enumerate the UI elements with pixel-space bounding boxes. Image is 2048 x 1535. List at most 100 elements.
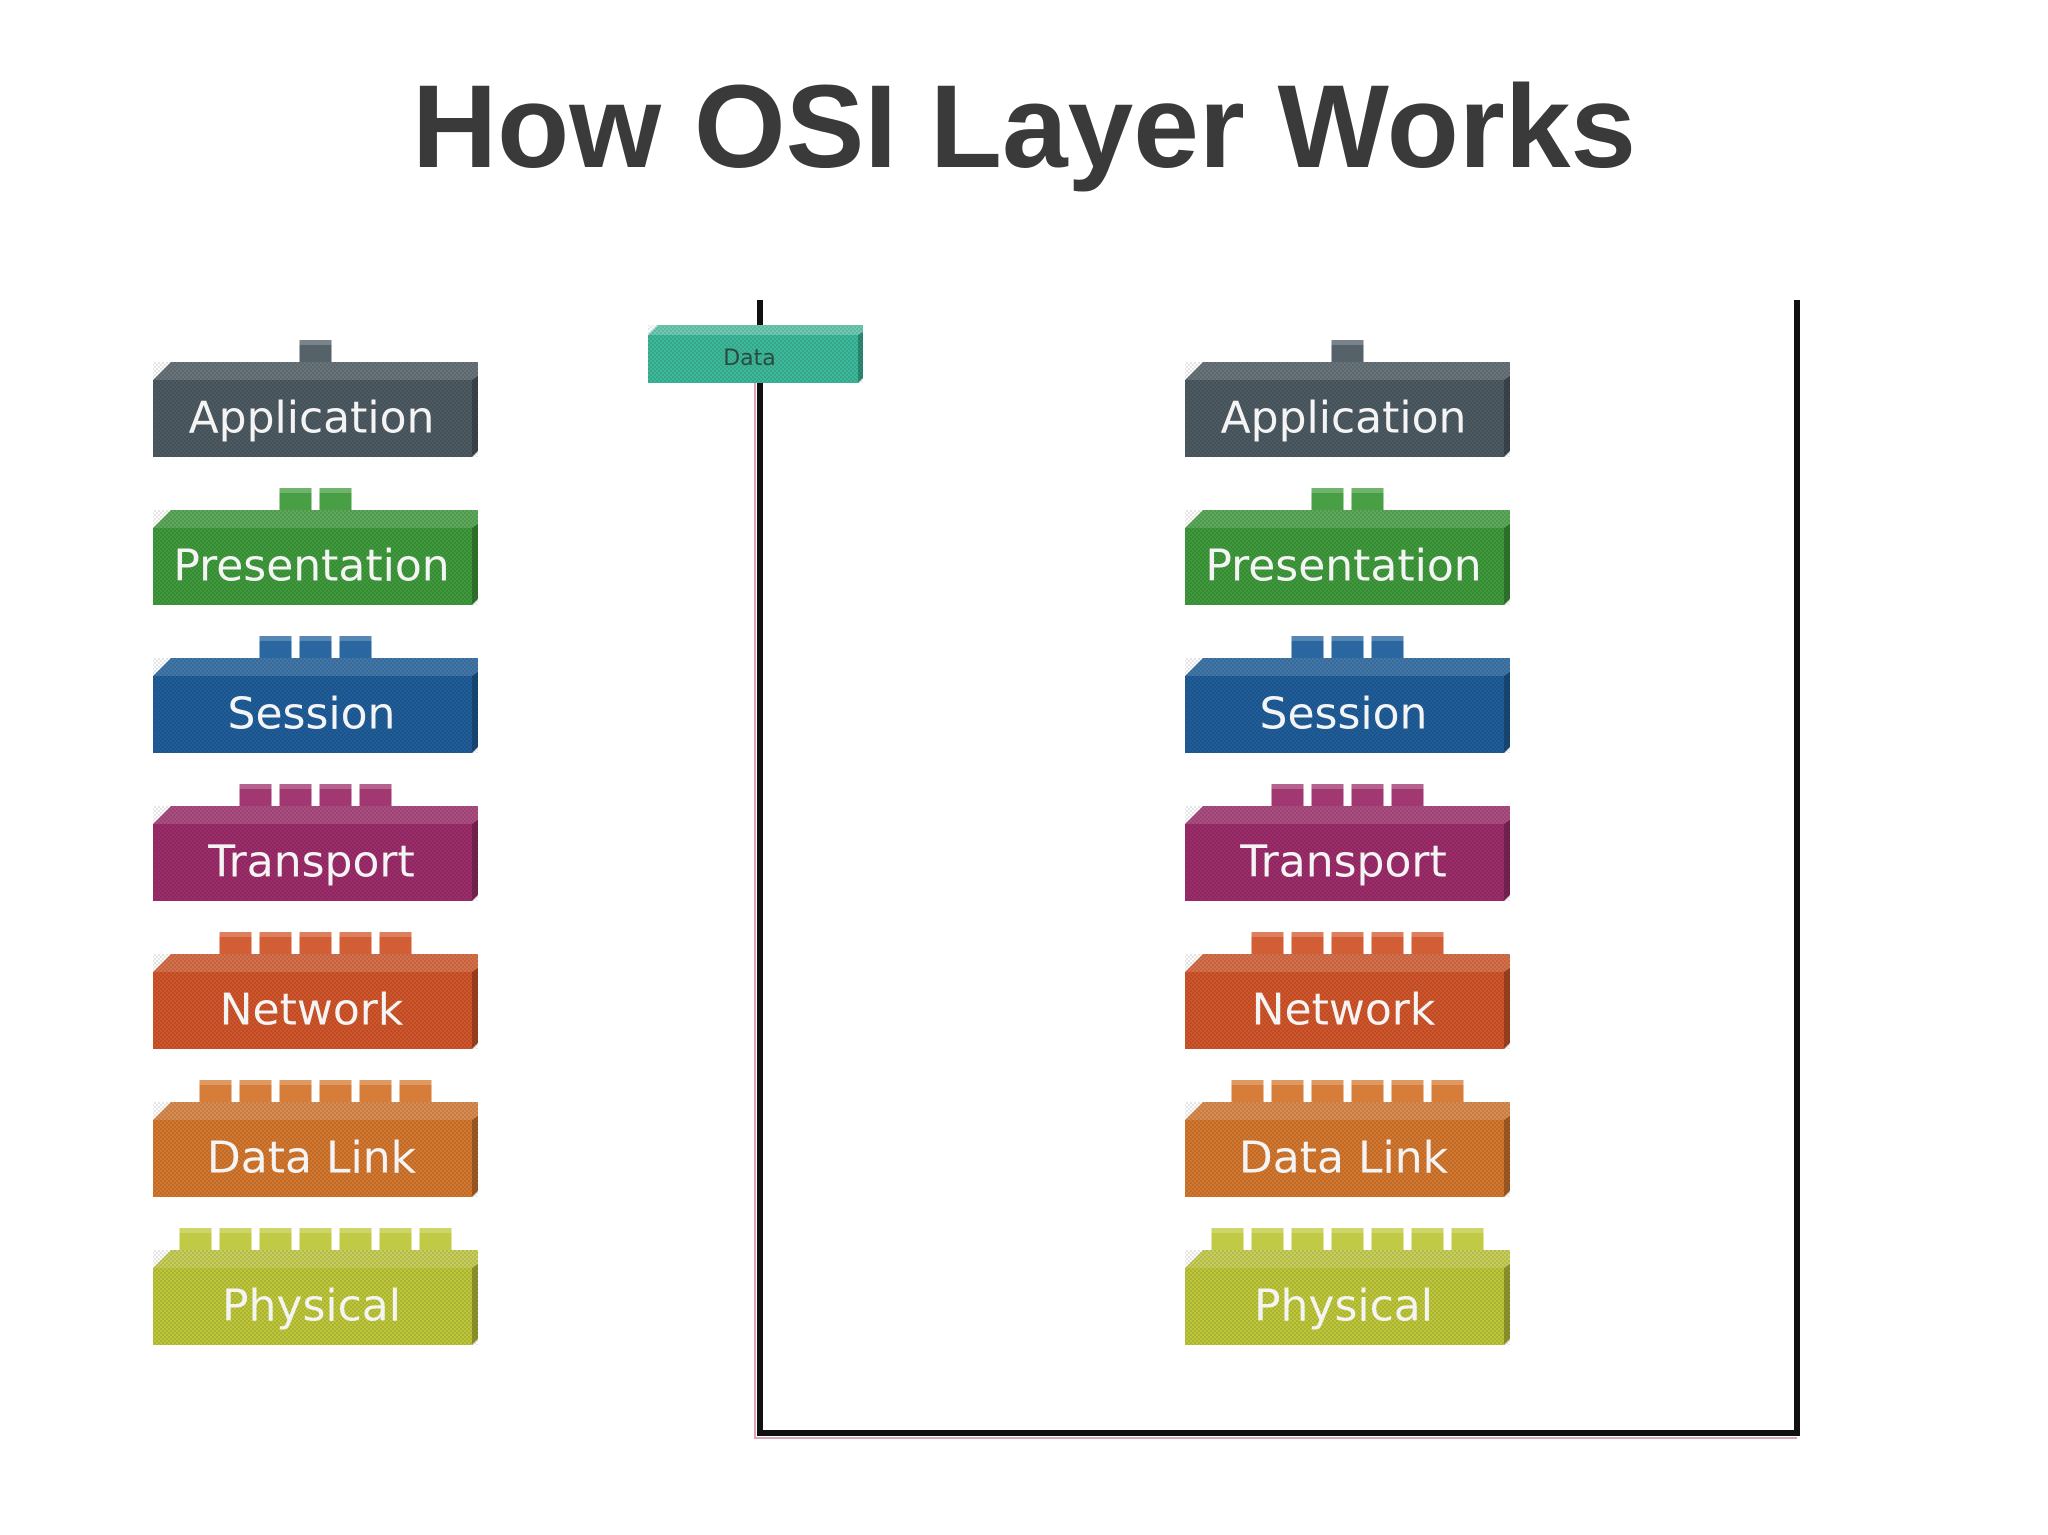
receiver-layer-network: Network xyxy=(1185,932,1510,1049)
layer-notch-top xyxy=(299,636,332,641)
data-packet: Data xyxy=(648,325,863,383)
sender-layer-data-link: Data Link xyxy=(153,1080,478,1197)
layer-notch-top xyxy=(239,1080,272,1085)
sender-layer-transport: Transport xyxy=(153,784,478,901)
sender-layer-presentation: Presentation xyxy=(153,488,478,605)
layer-notch-top xyxy=(1371,932,1404,937)
data-packet-label: Data xyxy=(723,346,776,371)
layer-notch-top xyxy=(359,784,392,789)
layer-notch-top xyxy=(179,1228,212,1233)
layer-notch-top xyxy=(399,1080,432,1085)
layer-texture xyxy=(1185,362,1510,457)
layer-notch-top xyxy=(1411,932,1444,937)
sender-layer-physical: Physical xyxy=(153,1228,478,1345)
layer-notch-top xyxy=(239,784,272,789)
connection-line-accent xyxy=(754,330,1797,1439)
sender-layer-application: Application xyxy=(153,340,478,457)
layer-notch-top xyxy=(1391,1080,1424,1085)
layer-notch-top xyxy=(259,1228,292,1233)
layer-texture xyxy=(1185,806,1510,901)
layer-label: Transport xyxy=(1239,837,1446,888)
layer-label: Transport xyxy=(207,837,414,888)
layer-texture xyxy=(1185,954,1510,1049)
layer-texture xyxy=(1185,510,1510,605)
layer-notch-top xyxy=(1351,1080,1384,1085)
layer-notch-top xyxy=(339,1228,372,1233)
layer-notch-top xyxy=(1251,932,1284,937)
layer-notch-top xyxy=(219,1228,252,1233)
layer-notch-top xyxy=(1451,1228,1484,1233)
sender-layer-network: Network xyxy=(153,932,478,1049)
receiver-layer-transport: Transport xyxy=(1185,784,1510,901)
layer-notch-top xyxy=(339,932,372,937)
layer-label: Network xyxy=(220,985,404,1036)
layer-notch-top xyxy=(299,1228,332,1233)
layer-texture xyxy=(153,658,478,753)
layer-notch-top xyxy=(1211,1228,1244,1233)
layer-texture xyxy=(1185,1102,1510,1197)
page-title: How OSI Layer Works xyxy=(411,61,1637,193)
layer-notch-top xyxy=(1331,636,1364,641)
layer-notch-top xyxy=(299,932,332,937)
layer-label: Network xyxy=(1252,985,1436,1036)
data-packet-texture xyxy=(648,325,863,383)
layer-notch-top xyxy=(319,784,352,789)
layer-notch-top xyxy=(1311,1080,1344,1085)
layer-notch-top xyxy=(279,784,312,789)
layer-texture xyxy=(153,510,478,605)
layer-texture xyxy=(1185,658,1510,753)
layer-notch-top xyxy=(1311,488,1344,493)
layer-notch-top xyxy=(419,1228,452,1233)
layer-notch-top xyxy=(199,1080,232,1085)
layer-notch-top xyxy=(339,636,372,641)
layer-notch-top xyxy=(1291,932,1324,937)
layer-label: Physical xyxy=(1254,1281,1433,1332)
layer-notch-top xyxy=(1391,784,1424,789)
layer-notch-top xyxy=(1331,340,1364,345)
receiver-layer-presentation: Presentation xyxy=(1185,488,1510,605)
layer-texture xyxy=(153,806,478,901)
layer-label: Data Link xyxy=(1239,1133,1449,1184)
layer-texture xyxy=(153,362,478,457)
layer-texture xyxy=(153,954,478,1049)
layer-notch-top xyxy=(219,932,252,937)
layer-notch-top xyxy=(1331,1228,1364,1233)
layer-notch-top xyxy=(1311,784,1344,789)
layer-label: Session xyxy=(1260,689,1428,740)
receiver-layer-physical: Physical xyxy=(1185,1228,1510,1345)
layer-notch-top xyxy=(1291,636,1324,641)
layer-notch-top xyxy=(1371,636,1404,641)
layer-notch-top xyxy=(1431,1080,1464,1085)
layer-notch-top xyxy=(299,340,332,345)
layer-notch-top xyxy=(359,1080,392,1085)
layer-label: Session xyxy=(228,689,396,740)
layer-notch-top xyxy=(279,1080,312,1085)
layer-notch-top xyxy=(259,636,292,641)
layer-label: Physical xyxy=(222,1281,401,1332)
layer-notch-top xyxy=(1331,932,1364,937)
sender-layer-session: Session xyxy=(153,636,478,753)
layer-notch-top xyxy=(1371,1228,1404,1233)
receiver-layer-stack: ApplicationPresentationSessionTransportN… xyxy=(1185,340,1510,1345)
sender-layer-stack: ApplicationPresentationSessionTransportN… xyxy=(153,340,478,1345)
layer-notch-top xyxy=(1291,1228,1324,1233)
layer-notch-top xyxy=(279,488,312,493)
layer-label: Presentation xyxy=(1205,541,1481,592)
layer-label: Data Link xyxy=(207,1133,417,1184)
layer-texture xyxy=(1185,1250,1510,1345)
receiver-layer-data-link: Data Link xyxy=(1185,1080,1510,1197)
layer-notch-top xyxy=(319,488,352,493)
layer-notch-top xyxy=(1231,1080,1264,1085)
connection-line xyxy=(757,300,1800,1436)
layer-notch-top xyxy=(1271,784,1304,789)
layer-notch-top xyxy=(1271,1080,1304,1085)
layer-notch-top xyxy=(379,932,412,937)
layer-notch-top xyxy=(1411,1228,1444,1233)
layer-notch-top xyxy=(379,1228,412,1233)
receiver-layer-application: Application xyxy=(1185,340,1510,457)
receiver-layer-session: Session xyxy=(1185,636,1510,753)
layer-label: Presentation xyxy=(173,541,449,592)
layer-notch-top xyxy=(319,1080,352,1085)
layer-texture xyxy=(153,1250,478,1345)
